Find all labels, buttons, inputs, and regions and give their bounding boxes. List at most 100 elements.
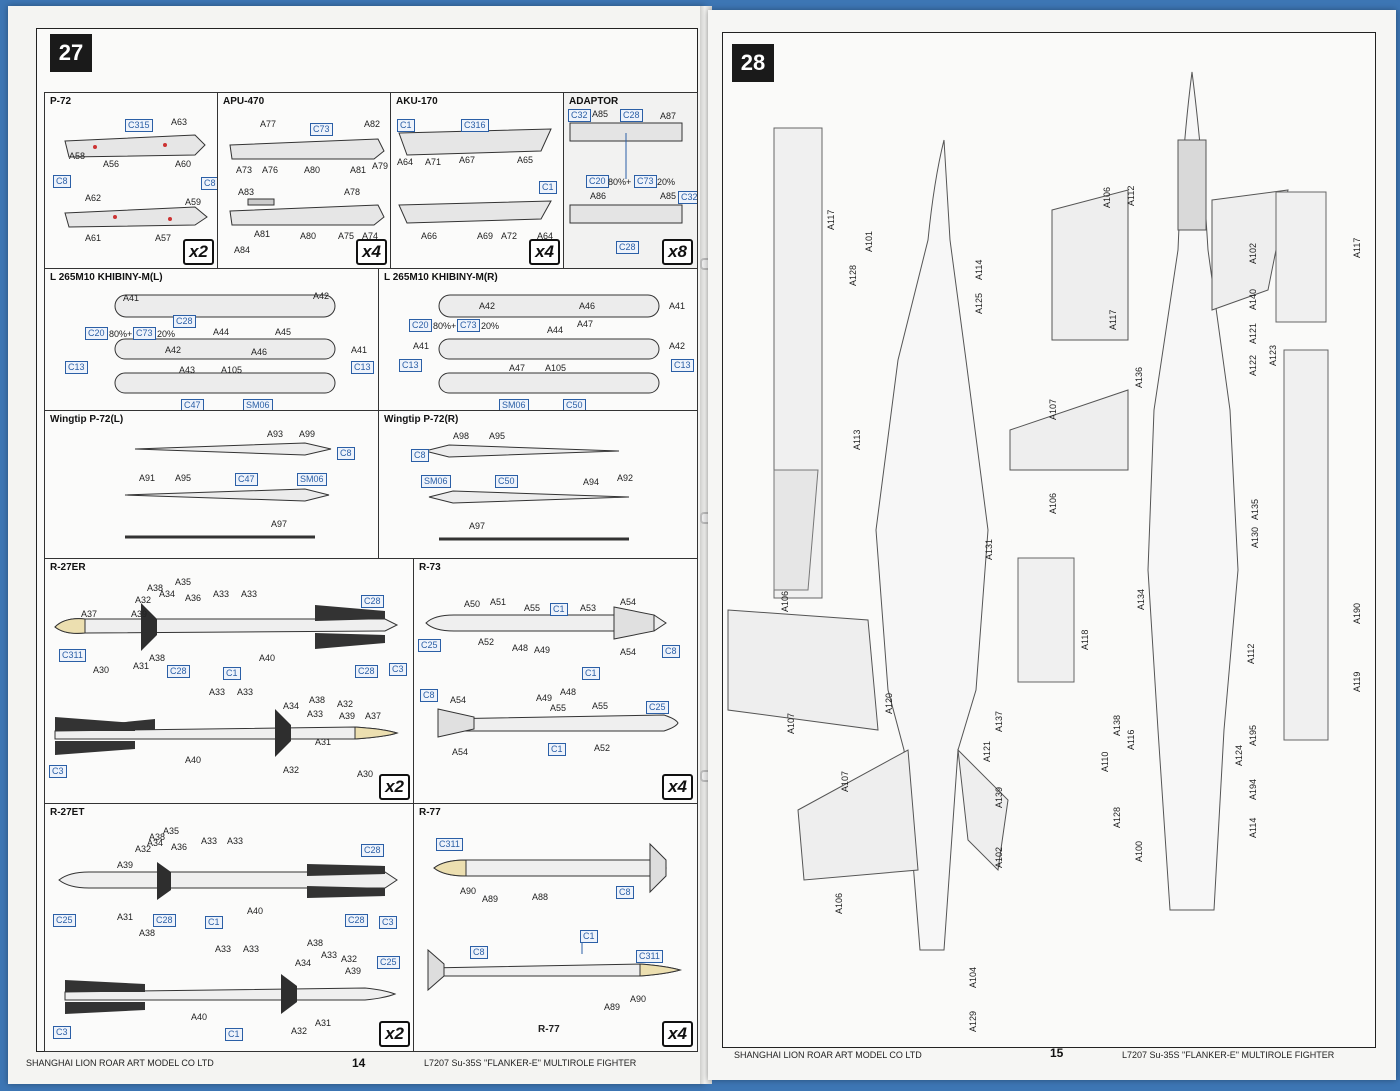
label-a89-b: A89 (604, 1002, 621, 1012)
label-c28: C28 (361, 844, 384, 857)
label-c13-b: C13 (351, 361, 374, 374)
label-a113: A113 (852, 429, 862, 450)
label-a33-d: A33 (243, 944, 260, 954)
label-a82: A82 (364, 119, 381, 129)
label-a33-e: A33 (321, 950, 338, 960)
label-a114-b: A114 (1248, 817, 1258, 838)
label-c8-b: C8 (201, 177, 218, 190)
label-c13: C13 (65, 361, 88, 374)
section-title: R-27ET (50, 807, 85, 818)
label-c1: C1 (397, 119, 415, 132)
label-a42-b: A42 (165, 345, 182, 355)
label-a39: A39 (117, 860, 134, 870)
label-a32-c: A32 (291, 1026, 308, 1036)
label-a54-b: A54 (620, 647, 637, 657)
label-a84: A84 (234, 245, 251, 255)
label-c1-b: C1 (225, 1028, 243, 1041)
label-sm06: SM06 (297, 473, 327, 486)
label-a135: A135 (1250, 498, 1260, 520)
label-a73: A73 (236, 165, 253, 175)
quantity-badge: x2 (379, 1021, 410, 1047)
label-a39-b: A39 (345, 966, 362, 976)
step-number-28: 28 (732, 44, 774, 82)
label-a114: A114 (974, 259, 984, 280)
label-a42: A42 (313, 291, 330, 301)
khibiny-r-drawing (438, 294, 660, 394)
label-a38-c: A38 (309, 695, 326, 705)
label-a31-b: A31 (315, 1018, 332, 1028)
label-c1: C1 (550, 603, 568, 616)
label-a55: A55 (524, 603, 541, 613)
section-wingtip-l: Wingtip P-72(L) A93 A99 C8 A91 A95 C47 S… (44, 410, 380, 560)
label-a81-b: A81 (254, 229, 271, 239)
label-a30-b: A30 (357, 769, 374, 779)
label-pct20: 20% (657, 177, 676, 187)
label-c1-b: C1 (539, 181, 557, 194)
section-title: Wingtip P-72(R) (384, 414, 459, 425)
section-r27et: R-27ET A32 A38 A35 A34 A36 A33 A33 A39 C… (44, 803, 415, 1052)
label-c311-b: C311 (636, 950, 663, 963)
section-title: ADAPTOR (569, 96, 619, 107)
label-a48: A48 (512, 643, 529, 653)
label-c8: C8 (337, 447, 355, 460)
label-a125: A125 (974, 292, 984, 314)
label-c73: C73 (310, 123, 333, 136)
label-sm06: SM06 (499, 399, 529, 411)
label-a37: A37 (81, 609, 98, 619)
label-a44: A44 (547, 325, 564, 335)
label-a65: A65 (517, 155, 534, 165)
label-a105: A105 (545, 363, 567, 373)
label-a79: A79 (372, 161, 389, 171)
label-a36: A36 (171, 842, 188, 852)
label-a62: A62 (85, 193, 102, 203)
label-c28: C28 (173, 315, 196, 328)
label-pct80: 80%+ (109, 329, 133, 339)
label-a38-b: A38 (139, 928, 156, 938)
label-a42: A42 (479, 301, 496, 311)
label-c311: C311 (436, 838, 463, 851)
label-a41: A41 (123, 293, 140, 303)
label-c25-b: C25 (377, 956, 400, 969)
label-a106-d: A106 (1048, 492, 1058, 514)
label-a46: A46 (251, 347, 268, 357)
label-a117: A117 (826, 209, 836, 230)
section-r73: R-73 A50 A51 A55 C1 A53 A54 C25 A52 A48 … (413, 558, 698, 805)
label-c3-b: C3 (49, 765, 67, 778)
label-a128: A128 (848, 264, 858, 286)
label-pct20: 20% (481, 321, 500, 331)
label-a33-d: A33 (237, 687, 254, 697)
section-title: R-73 (419, 562, 441, 573)
step-number-27: 27 (50, 34, 92, 72)
label-a55-b: A55 (550, 703, 567, 713)
label-c25: C25 (418, 639, 441, 652)
label-a32: A32 (135, 844, 152, 854)
label-c8: C8 (616, 886, 634, 899)
section-aku170: AKU-170 C1 C316 A64 A71 A67 A65 C1 A66 A… (390, 92, 565, 270)
label-a117-c: A117 (1352, 237, 1362, 258)
label-a51: A51 (490, 597, 507, 607)
label-c50: C50 (563, 399, 586, 411)
label-a80-b: A80 (300, 231, 317, 241)
label-a47-b: A47 (509, 363, 526, 373)
label-a33-c: A33 (209, 687, 226, 697)
label-a106-c: A106 (1102, 186, 1112, 208)
section-khibiny-l: L 265M10 KHIBINY-M(L) A41 A42 C28 C20 80… (44, 268, 380, 412)
footer-company: SHANGHAI LION ROAR ART MODEL CO LTD (26, 1058, 214, 1068)
label-a33: A33 (201, 836, 218, 846)
label-a137: A137 (994, 710, 1004, 732)
label-sm06: SM06 (243, 399, 273, 411)
label-c73: C73 (634, 175, 657, 188)
label-a41-b: A41 (413, 341, 430, 351)
label-a95: A95 (175, 473, 192, 483)
quantity-badge: x8 (662, 239, 693, 265)
label-a89: A89 (482, 894, 499, 904)
section-title: AKU-170 (396, 96, 438, 107)
label-a119: A119 (1352, 671, 1362, 692)
label-a54-c: A54 (450, 695, 467, 705)
label-a93: A93 (267, 429, 284, 439)
label-a38-b: A38 (149, 653, 166, 663)
label-c28-b: C28 (153, 914, 176, 927)
label-a56: A56 (103, 159, 120, 169)
section-title: Wingtip P-72(L) (50, 414, 124, 425)
